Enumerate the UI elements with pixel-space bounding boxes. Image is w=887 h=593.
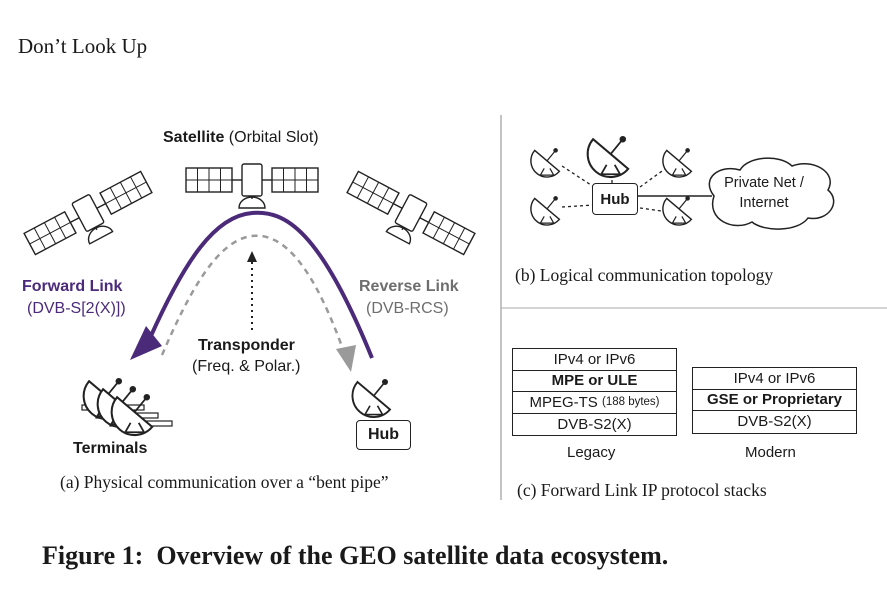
hub-box: Hub (356, 420, 411, 450)
legacy-row-phy: DVB-S2(X) (557, 415, 632, 433)
satellite-label-bold: Satellite (163, 129, 225, 146)
legacy-row-mpeg-note: (188 bytes) (601, 396, 660, 409)
cloud-label: Private Net / Internet (712, 173, 816, 213)
legacy-row-ip: IPv4 or IPv6 (513, 349, 676, 371)
reverse-link-title: Reverse Link (359, 278, 459, 295)
transponder-title: Transponder (198, 337, 295, 354)
reverse-link-arrowhead (336, 345, 356, 372)
legacy-row-mpeg: MPEG-TS (188 bytes) (513, 392, 676, 414)
figure-caption: Figure 1: Overview of the GEO satellite … (42, 541, 669, 570)
forward-link-subtitle: (DVB-S[2(X)]) (27, 300, 126, 317)
satellite-icon (21, 167, 161, 270)
running-head: Don’t Look Up (18, 34, 148, 58)
modern-label: Modern (745, 444, 796, 461)
satellite-label: Satellite (Orbital Slot) (163, 129, 319, 147)
topology-hub-box: Hub (592, 183, 638, 215)
forward-link-arrowhead (130, 326, 162, 360)
reverse-link-arrow (160, 234, 347, 356)
dish-icon (351, 378, 391, 418)
caption-b: (b) Logical communication topology (515, 265, 774, 285)
forward-link-arrow (148, 210, 374, 359)
satellite-icon (338, 167, 478, 270)
dish-icon (530, 147, 561, 178)
dish-icon (662, 147, 693, 178)
caption-c: (c) Forward Link IP protocol stacks (517, 480, 767, 500)
dish-icon (586, 134, 630, 179)
legacy-row-mpeg-text: MPEG-TS (529, 393, 598, 411)
legacy-row-encap: MPE or ULE (513, 371, 676, 392)
legacy-stack: IPv4 or IPv6 MPE or ULE MPEG-TS (188 byt… (512, 348, 677, 436)
dish-icon (662, 195, 693, 226)
forward-link-title: Forward Link (22, 278, 123, 295)
modern-row-ip: IPv4 or IPv6 (693, 368, 856, 390)
modern-row-phy: DVB-S2(X) (737, 413, 812, 431)
cloud-label-line2: Internet (739, 195, 789, 211)
caption-a: (a) Physical communication over a “bent … (60, 472, 389, 492)
transponder-subtitle: (Freq. & Polar.) (192, 358, 301, 375)
transponder-arrowhead (247, 251, 257, 262)
legacy-label: Legacy (567, 444, 616, 461)
terminals-label: Terminals (73, 440, 148, 457)
modern-stack: IPv4 or IPv6 GSE or Proprietary DVB-S2(X… (692, 367, 857, 434)
reverse-link-subtitle: (DVB-RCS) (366, 300, 449, 317)
satellite-label-rest: (Orbital Slot) (224, 129, 319, 146)
cloud-label-line1: Private Net / (724, 175, 804, 191)
dish-icon (530, 195, 561, 226)
terminals-dishes (81, 376, 173, 437)
satellite-icon (185, 163, 319, 209)
modern-row-encap: GSE or Proprietary (693, 390, 856, 411)
cloud-icon (708, 157, 835, 230)
